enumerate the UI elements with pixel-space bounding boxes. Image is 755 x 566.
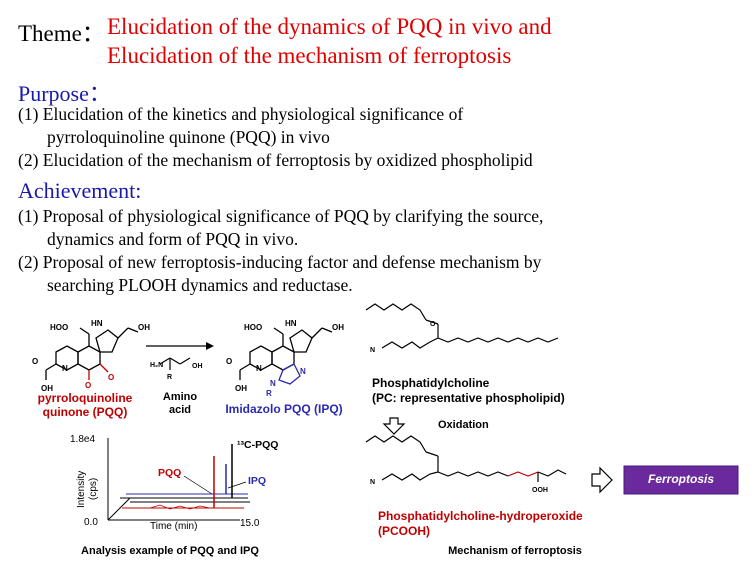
ipq-atom-o2: O bbox=[226, 357, 232, 366]
pqq-name-1: pyrroloquinoline bbox=[37, 391, 133, 405]
pqq-atom-hn: HN bbox=[91, 319, 103, 328]
amino-name-2: acid bbox=[168, 404, 191, 416]
pc-name-2: (PC: representative phospholipid) bbox=[372, 391, 565, 405]
pqq-structure bbox=[45, 327, 139, 380]
ipq-atom-oh2: OH bbox=[235, 384, 247, 393]
ipq-name: Imidazolo PQQ (IPQ) bbox=[225, 402, 343, 416]
ipq-atom-n3: N bbox=[300, 367, 306, 376]
purpose-line-2: pyrroloquinoline quinone (PQQ) in vivo bbox=[47, 127, 330, 147]
theme-line-2: Elucidation of the mechanism of ferropto… bbox=[107, 43, 512, 68]
pcooh-name-2: (PCOOH) bbox=[378, 524, 430, 538]
pc-structure bbox=[365, 303, 559, 349]
label-ipq: IPQ bbox=[248, 475, 266, 487]
pqq-atom-ho: HO bbox=[50, 323, 62, 332]
ipq-atom-ho: HO bbox=[244, 323, 256, 332]
chromatogram-y-label-1: Intensity bbox=[76, 471, 87, 508]
theme-label: Theme： bbox=[18, 21, 105, 46]
pqq-atom-o2: O bbox=[32, 357, 38, 366]
pqq-atom-oh2: OH bbox=[41, 384, 53, 393]
pcooh-structure bbox=[365, 435, 567, 482]
ipq-atom-hn: HN bbox=[285, 319, 297, 328]
amino-atom-oh: OH bbox=[192, 363, 203, 370]
pqq-atom-oh: OH bbox=[138, 323, 150, 332]
ferroptosis-badge bbox=[623, 465, 739, 495]
oxidation-label: Oxidation bbox=[438, 419, 489, 431]
amino-atom-r: R bbox=[167, 374, 172, 381]
achievement-line-3: (2) Proposal of new ferroptosis-inducing… bbox=[18, 252, 542, 272]
pqq-atom-o4: O bbox=[108, 373, 114, 382]
theme-line-1: Elucidation of the dynamics of PQQ in vi… bbox=[107, 14, 552, 39]
purpose-heading: Purpose： bbox=[18, 81, 111, 106]
pcooh-name-1: Phosphatidylcholine-hydroperoxide bbox=[378, 509, 583, 523]
pqq-atom-n: N bbox=[62, 364, 68, 373]
oxidation-arrow bbox=[382, 417, 406, 435]
achievement-line-1: (1) Proposal of physiological significan… bbox=[18, 206, 544, 226]
ipq-structure bbox=[239, 327, 333, 385]
ipq-atom-oh: OH bbox=[332, 323, 344, 332]
chromatogram-x-label: Time (min) bbox=[150, 521, 197, 532]
label-13c-pqq: ¹³C-PQQ bbox=[237, 439, 278, 451]
ipq-atom-n: N bbox=[256, 364, 262, 373]
achievement-heading: Achievement: bbox=[18, 178, 142, 203]
pqq-atom-o1: O bbox=[62, 323, 68, 332]
pcooh-atom-n: N bbox=[370, 479, 375, 486]
achievement-line-4: searching PLOOH dynamics and reductase. bbox=[47, 275, 353, 295]
reaction-arrow-head bbox=[206, 342, 214, 350]
label-pqq: PQQ bbox=[158, 467, 181, 479]
ipq-atom-r: R bbox=[266, 389, 272, 398]
purpose-line-3: (2) Elucidation of the mechanism of ferr… bbox=[18, 150, 533, 170]
pc-name-1: Phosphatidylcholine bbox=[372, 376, 490, 390]
ipq-atom-n2: N bbox=[270, 379, 276, 388]
amino-acid-structure bbox=[159, 357, 191, 370]
pqq-atom-o3: O bbox=[85, 381, 91, 390]
amino-atom-h2n: H₂N bbox=[150, 362, 163, 369]
chromatogram-y-top: 1.8e4 bbox=[70, 434, 95, 445]
chromatogram bbox=[107, 438, 250, 521]
chromatogram-y-label-2: (cps) bbox=[88, 478, 99, 500]
ipq-atom-o1: O bbox=[256, 323, 262, 332]
ferroptosis-caption: Mechanism of ferroptosis bbox=[448, 545, 582, 557]
purpose-line-1: (1) Elucidation of the kinetics and phys… bbox=[18, 104, 464, 124]
ferroptosis-arrow bbox=[591, 466, 613, 494]
ooh-label: OOH bbox=[532, 487, 548, 494]
achievement-line-2: dynamics and form of PQQ in vivo. bbox=[47, 229, 299, 249]
chromatogram-y-bottom: 0.0 bbox=[84, 517, 98, 528]
chromatogram-caption: Analysis example of PQQ and IPQ bbox=[81, 545, 259, 557]
chromatogram-x-end: 15.0 bbox=[240, 518, 260, 529]
ferroptosis-badge-label: Ferroptosis bbox=[647, 472, 714, 486]
amino-name-1: Amino bbox=[162, 391, 198, 403]
pc-atom-o: O bbox=[430, 321, 436, 328]
pc-atom-n: N bbox=[370, 347, 375, 354]
pqq-name-2: quinone (PQQ) bbox=[42, 405, 128, 419]
